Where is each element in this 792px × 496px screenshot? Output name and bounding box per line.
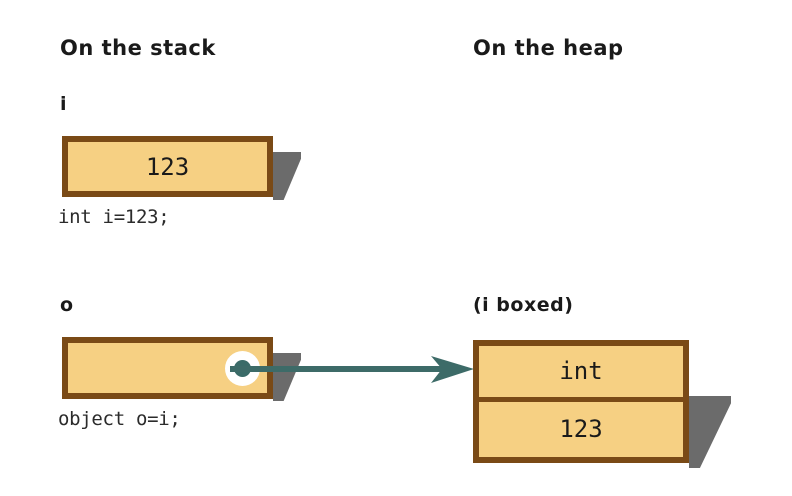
memory-cell-i-value: 123 [145, 152, 190, 181]
memory-cell-heap-type: int [479, 346, 683, 402]
reference-arrow-icon [230, 356, 474, 383]
variable-label-i: i [60, 93, 67, 115]
memory-box-heap-boxed-int: int 123 [473, 340, 689, 463]
box-shadow-heap [689, 396, 731, 468]
box-shadow-i [273, 152, 301, 200]
code-caption-object-o: object o=i; [58, 408, 181, 430]
code-caption-int-i: int i=123; [58, 206, 170, 228]
variable-label-o: o [60, 294, 74, 316]
memory-box-i: 123 [62, 136, 273, 197]
heap-label-i-boxed: (i boxed) [473, 294, 574, 316]
memory-cell-heap-value: 123 [559, 415, 603, 444]
column-header-stack: On the stack [60, 36, 216, 60]
column-header-heap: On the heap [473, 36, 624, 60]
